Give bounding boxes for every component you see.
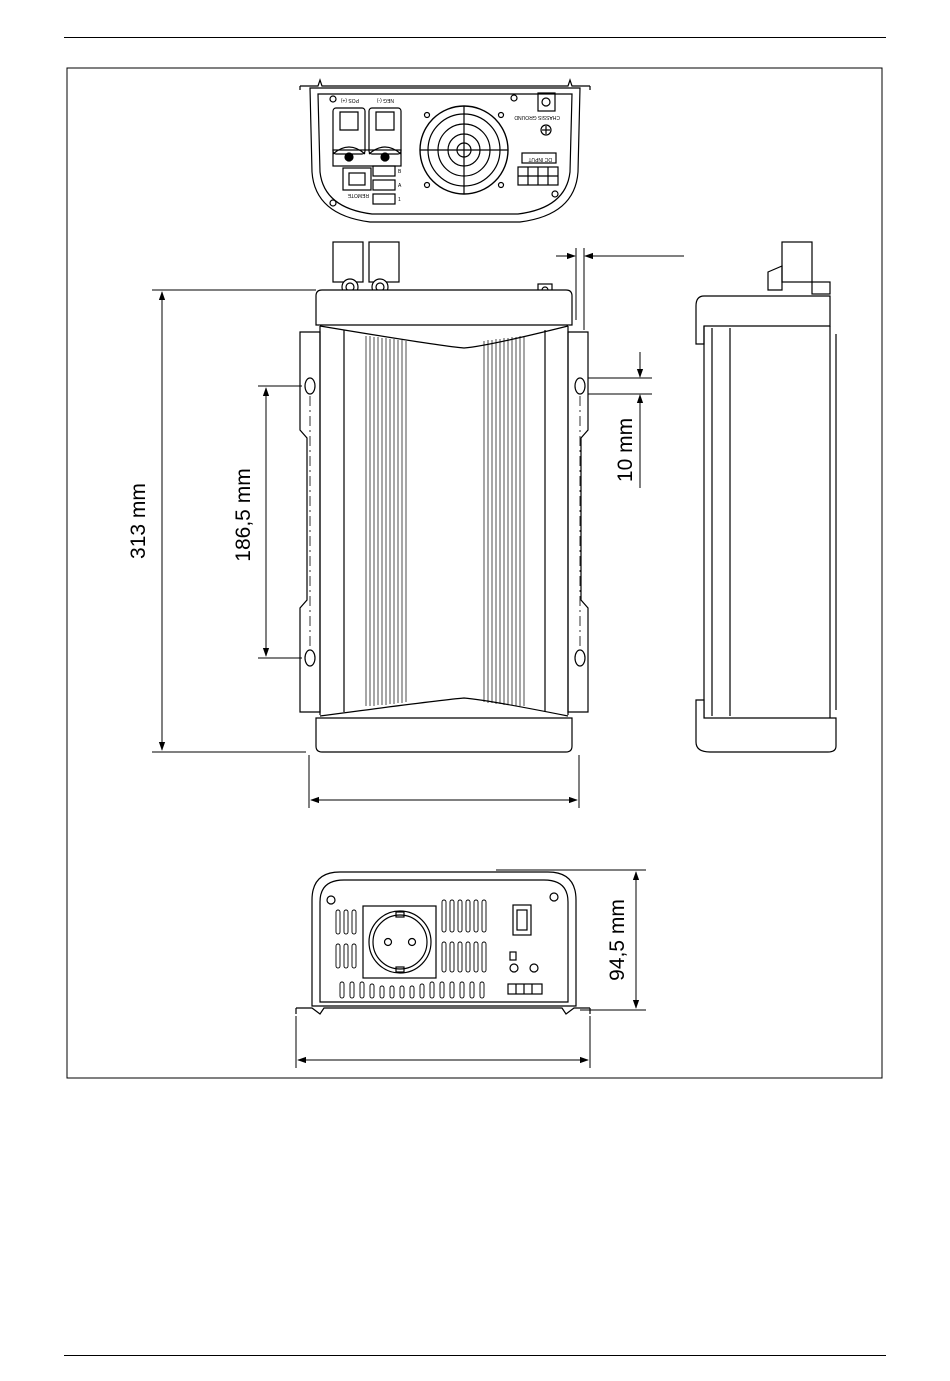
front-panel-view [296,872,590,1014]
dc-input-label: DC INPUT [528,156,552,162]
height-dimension-label: 94,5 mm [606,899,629,981]
hole-spacing-dimension-label: 186,5 mm [232,468,255,561]
top-view [300,242,588,752]
slot-width-dimension-label: 10 mm [614,418,637,482]
chassis-ground-label: CHASSIS GROUND [514,114,560,120]
length-dimension-label: 313 mm [127,483,150,559]
pos-label: POS (+) [340,97,359,103]
switch-1-label: 1 [398,197,401,203]
remote-label: REMOTE [347,192,369,198]
neg-label: NEG (-) [376,97,394,103]
side-view [696,242,836,752]
